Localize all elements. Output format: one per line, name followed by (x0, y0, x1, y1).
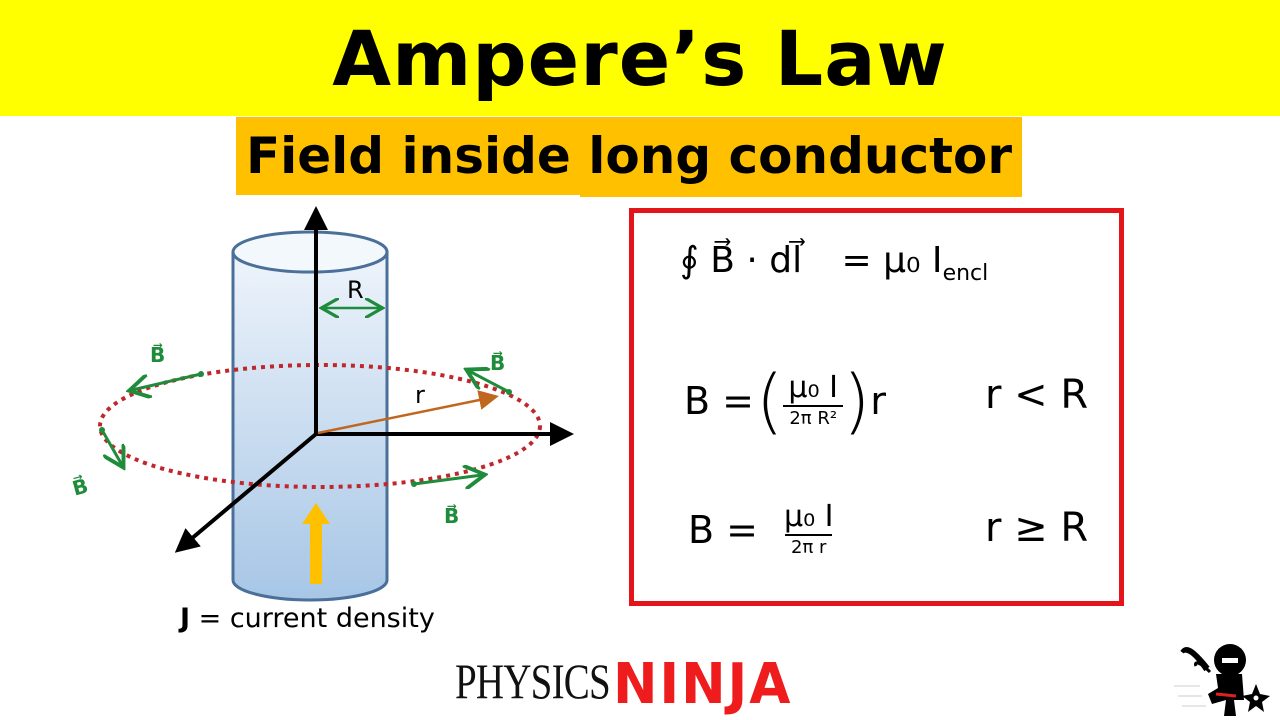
field-arrow-front (412, 475, 482, 484)
field-outside-equation: B = μ₀ I 2π r (688, 500, 838, 560)
field-inside-trailing: r (870, 379, 886, 423)
page-subtitle: Field inside long conductor (245, 127, 1013, 185)
amperian-loop (98, 363, 542, 489)
conductor-cylinder (231, 230, 389, 602)
field-arrow-right (469, 371, 511, 394)
subtitle-background-extension (580, 190, 1022, 197)
field-inside-numerator: μ₀ I (788, 370, 838, 405)
amperes-law-equation: ∮ B⃗ · dl⃗ = μ₀ Iencl (680, 240, 988, 286)
field-inside-fraction: μ₀ I 2π R² (783, 370, 844, 431)
current-density-text: = current density (190, 603, 435, 634)
field-label-3: B⃗ (70, 473, 91, 501)
subtitle-background (236, 117, 1022, 195)
physics-ninja-logo: PHYSICS NINJA (455, 650, 790, 717)
current-density-arrow (302, 503, 330, 584)
diagram-caption: J = current density (180, 603, 480, 634)
y-axis (174, 432, 318, 553)
field-outside-numerator: μ₀ I (784, 499, 834, 534)
field-inside-equation: B = ( μ₀ I 2π R² ) r (684, 360, 886, 442)
left-paren: ( (756, 360, 784, 442)
current-density-symbol: J (180, 603, 191, 634)
field-label-1: B⃗ (150, 342, 165, 367)
field-label-2: B⃗ (490, 350, 505, 375)
logo-ninja-text: NINJA (613, 652, 793, 717)
field-inside-lhs: B = (684, 379, 754, 423)
field-arrow-back-left (132, 372, 203, 390)
field-outside-denominator: 2π r (785, 534, 833, 560)
field-label-4: B⃗ (444, 503, 459, 528)
field-outside-condition: r ≥ R (985, 505, 1089, 551)
field-inside-condition: r < R (985, 372, 1089, 418)
radius-arrow (317, 390, 499, 435)
conductor-diagram: r R B⃗ B⃗ B⃗ B⃗ (70, 206, 574, 602)
logo-physics-text: PHYSICS (455, 653, 611, 709)
field-arrow-left (100, 428, 122, 465)
cylinder-radius-label: R (347, 276, 364, 304)
amperes-law-rhs: = μ₀ I (841, 240, 943, 281)
equations-box (629, 208, 1124, 606)
amperes-law-subscript: encl (942, 261, 989, 287)
title-banner (0, 0, 1280, 116)
field-outside-fraction: μ₀ I 2π r (780, 500, 838, 560)
field-inside-denominator: 2π R² (783, 405, 844, 431)
page-title: Ampere’s Law (332, 13, 948, 103)
field-outside-lhs: B = (688, 508, 758, 552)
right-paren: ) (843, 360, 871, 442)
radius-label: r (415, 381, 425, 409)
ninja-mascot-icon (1174, 644, 1270, 716)
amperes-law-lhs: ∮ B⃗ · dl⃗ (680, 240, 803, 281)
